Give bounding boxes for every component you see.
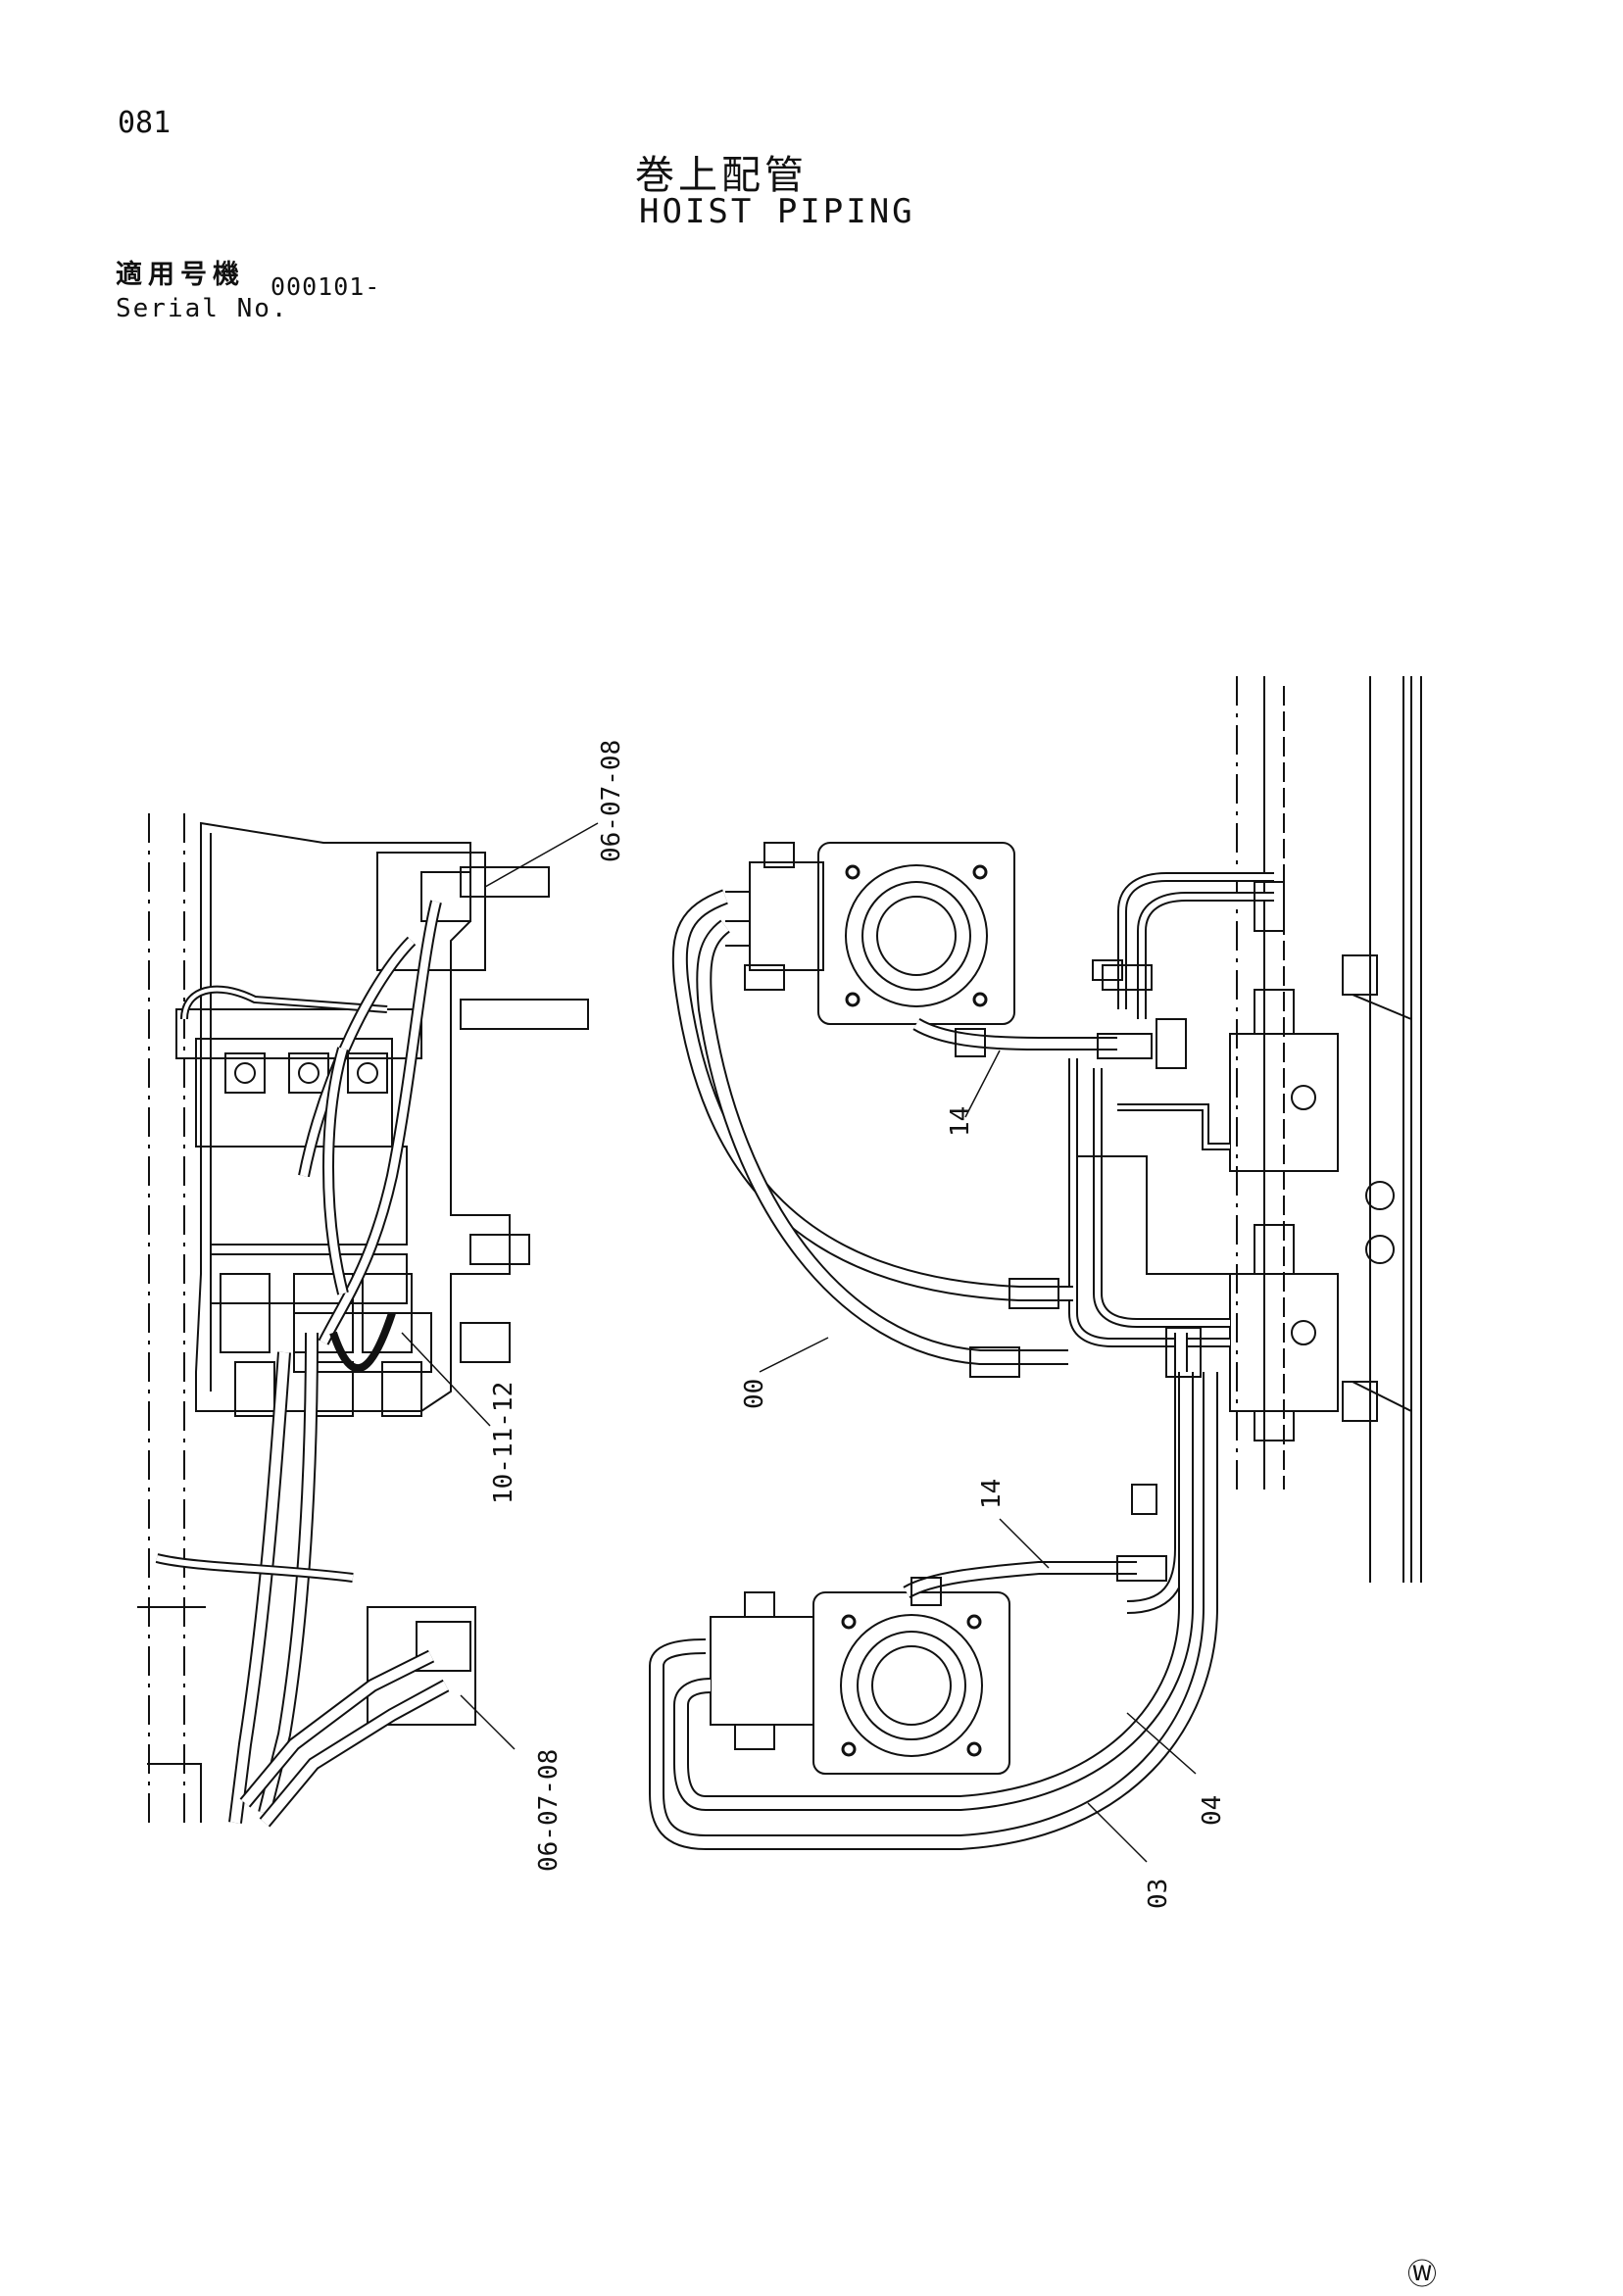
callout-outer-hose-bottom: 03	[1144, 1879, 1173, 1909]
page-number: 081	[118, 106, 172, 140]
callout-upper-hose: 14	[946, 1106, 975, 1137]
manufacturer-mark: Ⓦ	[1407, 2258, 1437, 2292]
left-assembly	[137, 813, 589, 1828]
serial-label-japanese: 適用号機	[116, 260, 245, 290]
callout-center-ref: 10-11-12	[489, 1382, 518, 1504]
serial-value: 000101-	[270, 272, 381, 301]
callout-outer-hose-top: 00	[740, 1379, 769, 1409]
callout-top-left-ref: 06-07-08	[597, 740, 626, 862]
callout-bottom-left-ref: 06-07-08	[534, 1749, 564, 1872]
page-title: HOIST PIPING	[639, 192, 915, 231]
callout-lower-hose: 14	[977, 1479, 1007, 1509]
page-title-japanese: 巻上配管	[635, 153, 808, 198]
serial-label: Serial No.	[116, 294, 289, 323]
right-assembly	[649, 676, 1422, 1850]
callout-inner-hose-bottom: 04	[1198, 1795, 1227, 1826]
